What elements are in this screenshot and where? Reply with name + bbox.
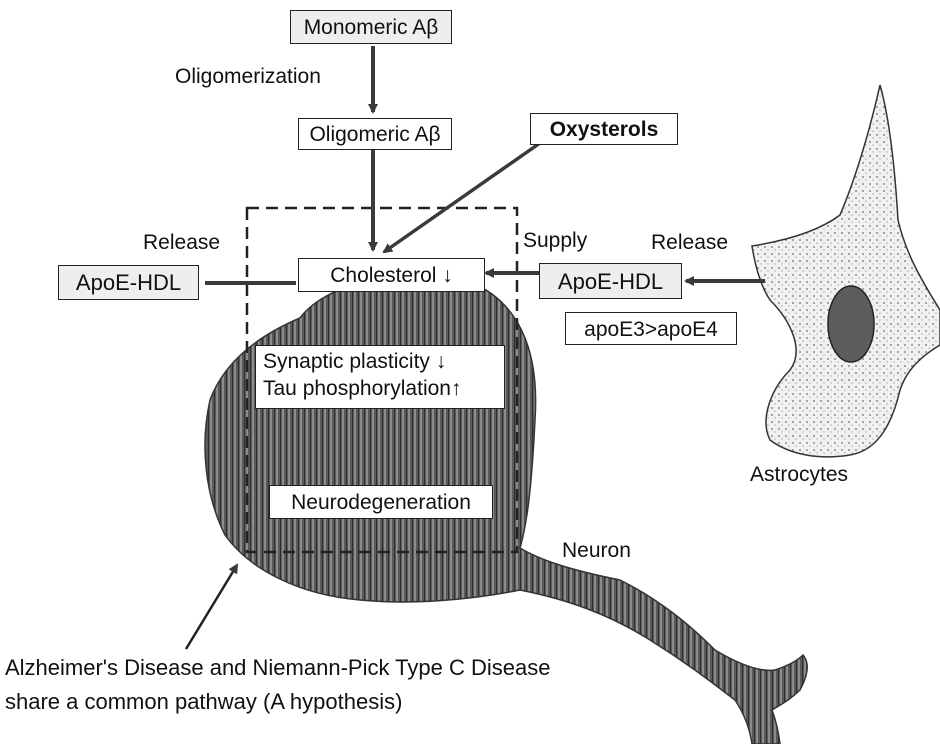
oligomerization-label: Oligomerization [175, 66, 321, 87]
arrow-oxysterols-to-cholesterol [384, 143, 540, 252]
oligomeric-abeta-box: Oligomeric Aβ [298, 118, 452, 150]
supply-label: Supply [523, 230, 587, 251]
tau-phosphorylation-label: Tau phosphorylation↑ [263, 378, 504, 399]
neuron-label: Neuron [562, 540, 631, 561]
synaptic-tau-box: Synaptic plasticity ↓ Tau phosphorylatio… [255, 345, 505, 409]
apoe-ratio-box: apoE3>apoE4 [565, 312, 737, 345]
release-left-label: Release [143, 232, 220, 253]
arrow-caption-pointer [186, 565, 237, 649]
neurodegeneration-box: Neurodegeneration [269, 485, 493, 519]
astrocyte-cell [752, 85, 940, 457]
caption-line-2: share a common pathway (A hypothesis) [5, 691, 402, 713]
cholesterol-box: Cholesterol ↓ [298, 258, 485, 292]
release-right-label: Release [651, 232, 728, 253]
astrocytes-label: Astrocytes [750, 464, 848, 485]
astrocyte-nucleus [828, 286, 874, 362]
synaptic-plasticity-label: Synaptic plasticity ↓ [263, 351, 504, 372]
monomeric-abeta-box: Monomeric Aβ [290, 10, 452, 44]
apoe-hdl-right-box: ApoE-HDL [539, 263, 682, 299]
apoe-hdl-left-box: ApoE-HDL [58, 265, 199, 300]
oxysterols-box: Oxysterols [530, 113, 678, 145]
caption-line-1: Alzheimer's Disease and Niemann-Pick Typ… [5, 657, 550, 679]
